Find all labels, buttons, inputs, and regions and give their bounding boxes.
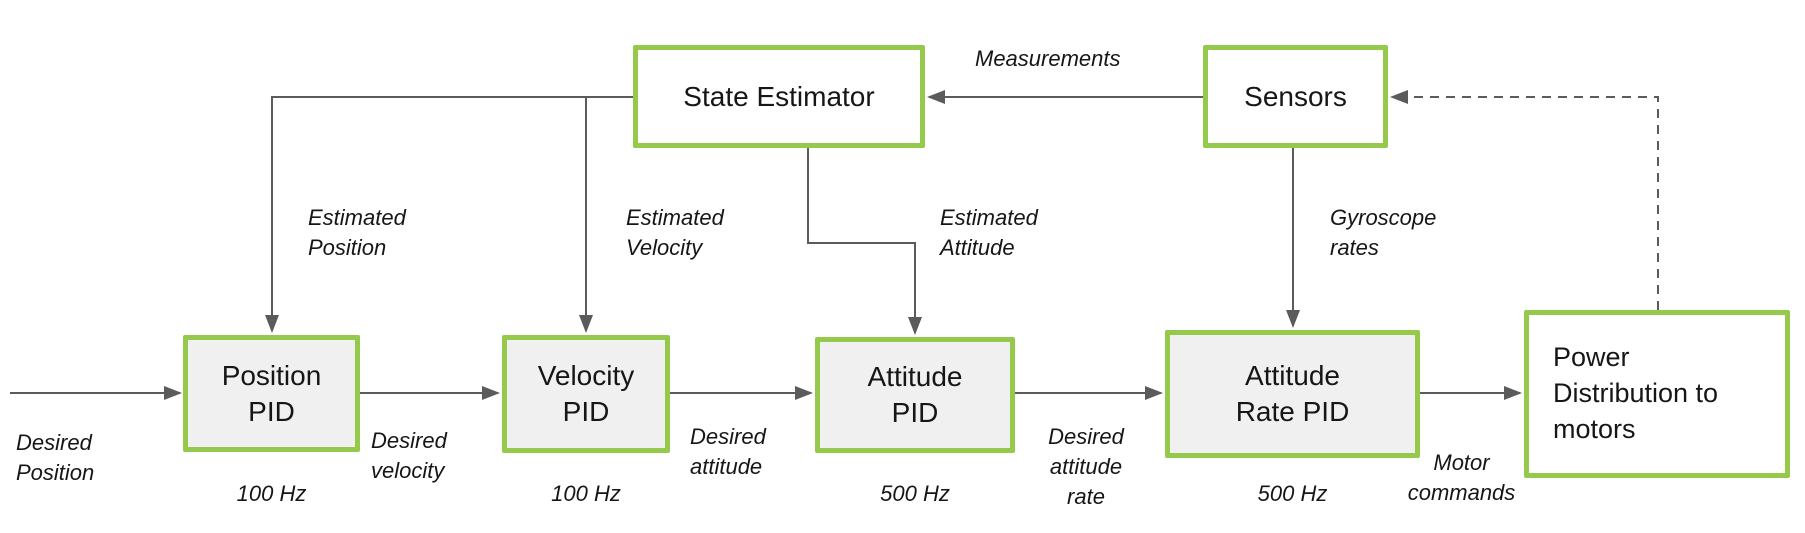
velocity-pid-rate-label: 100 Hz [551, 481, 621, 506]
estimated-velocity-label: Estimated Velocity [626, 205, 724, 260]
attitude-rate-pid-rate-label: 500 Hz [1257, 481, 1328, 506]
arrow-estimated-position [265, 96, 633, 333]
power-distribution-block: Power Distribution to motors [1524, 310, 1790, 478]
desired-position-label: Desired Position [16, 430, 95, 485]
attitude-pid-rate-label: 500 Hz [880, 481, 950, 506]
motor-commands-label: Motor commands [1407, 450, 1516, 505]
sensors-block: Sensors [1203, 45, 1388, 148]
attitude-pid-block: Attitude PID [815, 337, 1015, 453]
desired-attitude-label: Desired attitude [690, 424, 766, 479]
state-estimator-block: State Estimator [633, 45, 925, 148]
arrow-estimated-attitude [807, 148, 922, 335]
velocity-pid-block: Velocity PID [502, 335, 670, 453]
position-pid-rate-label: 100 Hz [236, 481, 307, 506]
estimated-attitude-label: Estimated Attitude [940, 205, 1038, 260]
desired-attitude-rate-label: Desired attitude rate [1048, 424, 1124, 509]
desired-velocity-label: Desired velocity [371, 428, 447, 483]
arrow-feedback-power-to-sensors [1390, 90, 1659, 310]
measurements-label: Measurements [975, 46, 1121, 71]
attitude-rate-pid-block: Attitude Rate PID [1165, 330, 1420, 458]
position-pid-block: Position PID [183, 335, 360, 452]
estimated-position-label: Estimated Position [308, 205, 406, 260]
gyroscope-rates-label: Gyroscope rates [1330, 205, 1437, 260]
